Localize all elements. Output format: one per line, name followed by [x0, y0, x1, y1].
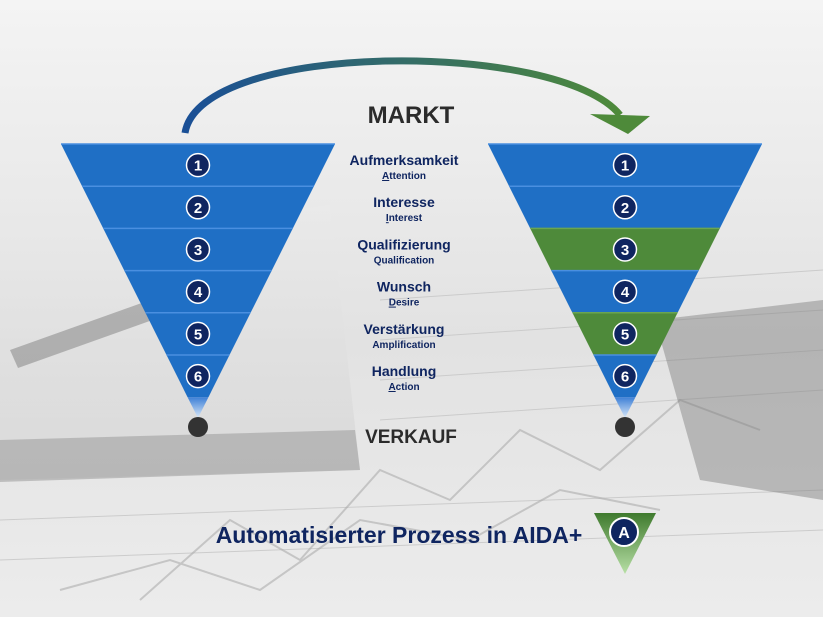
stage-labels: AufmerksamkeitAttentionInteresseInterest…	[350, 152, 459, 393]
left-step-number: 4	[194, 284, 203, 301]
stage-label-en: Desire	[389, 298, 420, 309]
stage-label-en-rest: ction	[396, 382, 420, 393]
stage-label-en-rest: ttention	[389, 171, 426, 182]
right-step-number: 1	[621, 158, 629, 175]
left-step-badge	[185, 321, 211, 347]
bottom-label: VERKAUF	[365, 427, 457, 448]
right-step-number: 4	[621, 284, 630, 301]
stage-label-en-rest: Qualification	[374, 255, 435, 266]
stage-label-en: Qualification	[374, 255, 435, 266]
stage-label-en-rest: esire	[396, 298, 420, 309]
right-step-badge	[612, 279, 638, 304]
stage-label-en-initial: A	[382, 171, 389, 182]
stage-label-en: Action	[388, 382, 419, 393]
right-step-badge	[612, 152, 638, 178]
left-step-badge	[185, 152, 211, 178]
right-step-badge	[612, 237, 638, 262]
right-step-number: 3	[621, 242, 629, 259]
left-step-badge	[185, 237, 211, 262]
right-step-badge	[612, 321, 638, 347]
left-step-number: 3	[194, 242, 202, 259]
right-step-badge	[612, 195, 638, 220]
market-arrow	[181, 57, 623, 134]
right-funnel-tip	[614, 397, 636, 418]
left-end-dot-icon	[188, 417, 208, 437]
right-step-badge	[612, 363, 638, 389]
right-end-dot-icon	[615, 417, 635, 437]
stage-label-en-initial: I	[386, 213, 389, 224]
left-step-badge	[185, 363, 211, 389]
stage-label-de: Interesse	[373, 194, 435, 210]
tagline: Automatisierter Prozess in AIDA+	[216, 522, 583, 548]
aida-badge: A	[594, 513, 656, 574]
stage-label-en-initial: D	[389, 298, 396, 309]
left-step-number: 5	[194, 326, 202, 343]
stage-label-de: Verstärkung	[364, 321, 445, 337]
right-step-number: 6	[621, 369, 629, 386]
badge-letter: A	[618, 525, 630, 542]
right-step-number: 5	[621, 326, 629, 343]
stage-label-en: Interest	[386, 213, 423, 224]
arrow-head-icon	[590, 114, 650, 134]
left-step-number: 1	[194, 158, 202, 175]
stage-label-en: Amplification	[372, 340, 435, 351]
right-step-number: 2	[621, 200, 629, 217]
badge-circle	[609, 517, 639, 547]
stage-label-en-rest: Amplification	[372, 340, 435, 351]
left-step-badge	[185, 279, 211, 304]
left-step-badge	[185, 195, 211, 220]
stage-label-de: Handlung	[372, 363, 437, 379]
right-funnel: 1 2 3 4 5 6	[488, 143, 762, 437]
stage-label-de: Wunsch	[377, 279, 431, 295]
left-step-number: 2	[194, 200, 202, 217]
stage-label-de: Aufmerksamkeit	[350, 152, 459, 168]
stage-label-en-rest: nterest	[389, 213, 423, 224]
stage-label-de: Qualifizierung	[357, 236, 450, 252]
top-label: MARKT	[368, 102, 455, 129]
stage-label-en: Attention	[382, 171, 426, 182]
left-funnel-tip	[187, 397, 209, 418]
left-step-number: 6	[194, 369, 202, 386]
left-funnel: 1 2 3 4 5 6	[61, 143, 335, 437]
stage-label-en-initial: A	[388, 382, 395, 393]
